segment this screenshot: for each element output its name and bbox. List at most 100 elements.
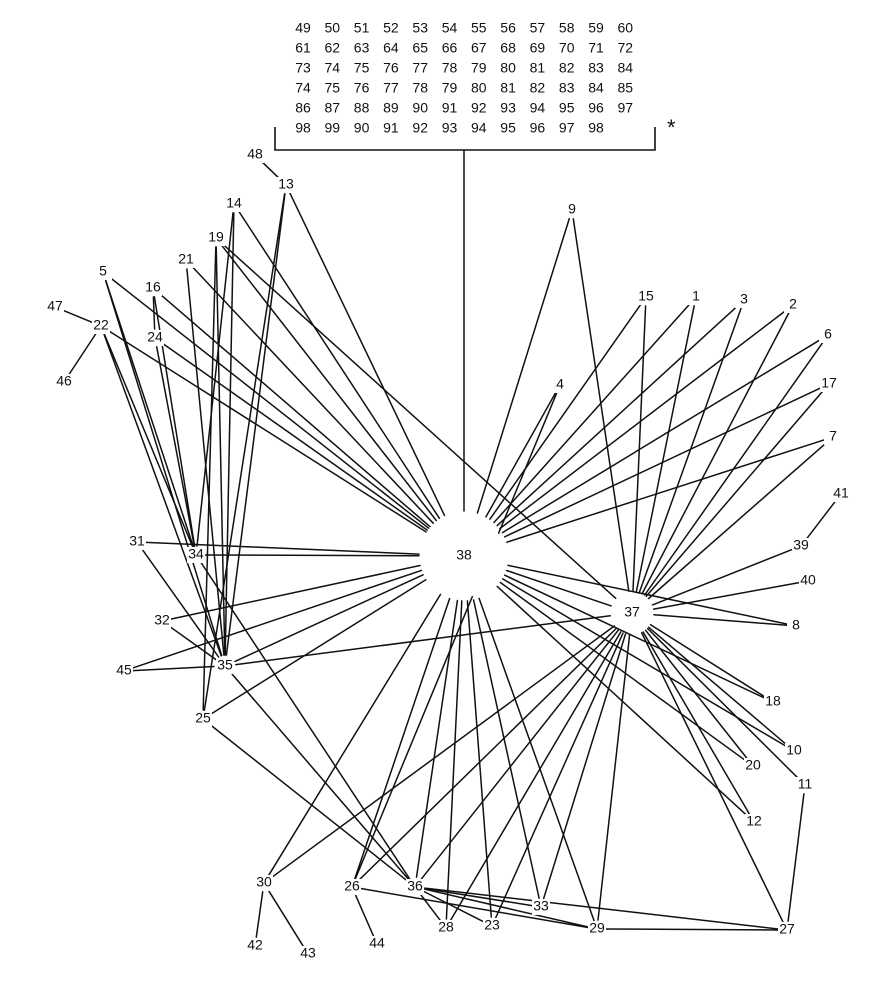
- group-number-label: 76: [383, 60, 399, 76]
- group-number-label: 96: [588, 100, 604, 116]
- node-label-8: 8: [792, 617, 800, 633]
- group-number-label: 78: [442, 60, 458, 76]
- edge-29-27: [605, 928, 779, 931]
- edge-38-32: [170, 564, 421, 620]
- group-number-label: 70: [559, 40, 575, 56]
- node-label-32: 32: [154, 612, 170, 628]
- node-label-1: 1: [692, 288, 700, 304]
- edge-37-1: [635, 305, 695, 593]
- edge-38-37: [505, 569, 612, 607]
- node-label-bg: [824, 429, 842, 445]
- edge-39-41: [805, 500, 837, 540]
- node-label-5: 5: [99, 263, 107, 279]
- node-label-17: 17: [821, 375, 837, 391]
- node-label-15: 15: [638, 288, 654, 304]
- group-number-label: 97: [618, 100, 634, 116]
- node-label-bg: [406, 879, 424, 895]
- node-label-22: 22: [93, 317, 109, 333]
- edge-35-13: [225, 193, 286, 656]
- edge-37-26: [357, 627, 618, 882]
- group-number-label: 95: [500, 120, 516, 136]
- edge-22-46: [68, 332, 97, 376]
- edge-38-5: [109, 276, 430, 529]
- node-label-4: 4: [556, 376, 564, 392]
- group-number-label: 71: [588, 40, 604, 56]
- edge-38-23: [466, 600, 493, 918]
- edge-38-13: [289, 192, 446, 517]
- group-number-label: 83: [559, 80, 575, 96]
- edge-37-27: [640, 632, 784, 923]
- group-number-label: 75: [325, 80, 341, 96]
- node-label-bg: [819, 327, 837, 343]
- edge-27-11: [787, 793, 805, 922]
- node-label-bg: [144, 280, 162, 296]
- group-number-label: 76: [354, 80, 370, 96]
- edge-38-33: [472, 599, 540, 899]
- group-number-label: 87: [325, 100, 341, 116]
- edge-37-12: [642, 631, 751, 815]
- edge-34-36: [200, 561, 411, 880]
- edge-36-23: [423, 890, 485, 923]
- edge-37-17: [645, 390, 824, 598]
- edge-36-27: [424, 887, 779, 930]
- node-label-bg: [563, 202, 581, 218]
- edge-26-44: [354, 894, 375, 937]
- edge-36-33: [424, 887, 533, 907]
- group-number-label: 95: [559, 100, 575, 116]
- edge-37-18: [649, 623, 767, 698]
- edge-38-2: [499, 309, 787, 530]
- group-number-label: 62: [325, 40, 341, 56]
- node-label-14: 14: [226, 195, 242, 211]
- group-number-label: 65: [412, 40, 428, 56]
- edge-34-22: [103, 333, 194, 548]
- edge-38-4: [485, 392, 557, 518]
- node-label-bg: [483, 918, 501, 934]
- group-number-label: 72: [618, 40, 634, 56]
- edge-38-14: [238, 210, 441, 520]
- node-label-11: 11: [798, 776, 813, 792]
- group-number-label: 55: [471, 20, 487, 36]
- node-label-43: 43: [300, 945, 316, 961]
- edge-37-28: [449, 631, 622, 922]
- node-label-28: 28: [438, 919, 454, 935]
- edge-35-14: [224, 212, 235, 656]
- node-label-bg: [55, 374, 73, 390]
- group-number-label: 68: [500, 40, 516, 56]
- node-label-3: 3: [740, 291, 748, 307]
- group-bracket: [274, 127, 656, 151]
- edge-13-48: [260, 160, 281, 180]
- edge-38-3: [496, 305, 739, 527]
- node-label-bg: [820, 376, 838, 392]
- group-number-label: 81: [530, 60, 546, 76]
- node-label-42: 42: [247, 937, 263, 953]
- node-label-bg: [343, 879, 361, 895]
- hub-layer: [191, 515, 650, 893]
- node-label-40: 40: [800, 572, 816, 588]
- edge-25-36: [209, 723, 408, 882]
- node-label-24: 24: [147, 329, 163, 345]
- node-label-39: 39: [793, 537, 809, 553]
- node-label-48: 48: [247, 146, 263, 162]
- group-number-label: 51: [354, 20, 370, 36]
- node-label-bg: [744, 758, 762, 774]
- node-label-bg: [94, 264, 112, 280]
- group-number-label: 60: [618, 20, 634, 36]
- group-number-label: 59: [588, 20, 604, 36]
- node-label-bg: [187, 547, 205, 563]
- group-number-label: 82: [559, 60, 575, 76]
- group-number-label: 50: [325, 20, 341, 36]
- group-number-label: 66: [442, 40, 458, 56]
- group-number-label: 61: [295, 40, 311, 56]
- node-label-bg: [687, 289, 705, 305]
- edge-37-30: [270, 625, 616, 879]
- edge-38-7: [506, 439, 826, 543]
- group-number-label: 88: [354, 100, 370, 116]
- edge-35-21: [186, 268, 225, 656]
- node-label-bg: [368, 936, 386, 952]
- group-number-label: 49: [295, 20, 311, 36]
- node-label-bg: [177, 252, 195, 268]
- edge-38-36: [415, 599, 459, 878]
- node-label-12: 12: [746, 813, 762, 829]
- node-label-35: 35: [217, 657, 233, 673]
